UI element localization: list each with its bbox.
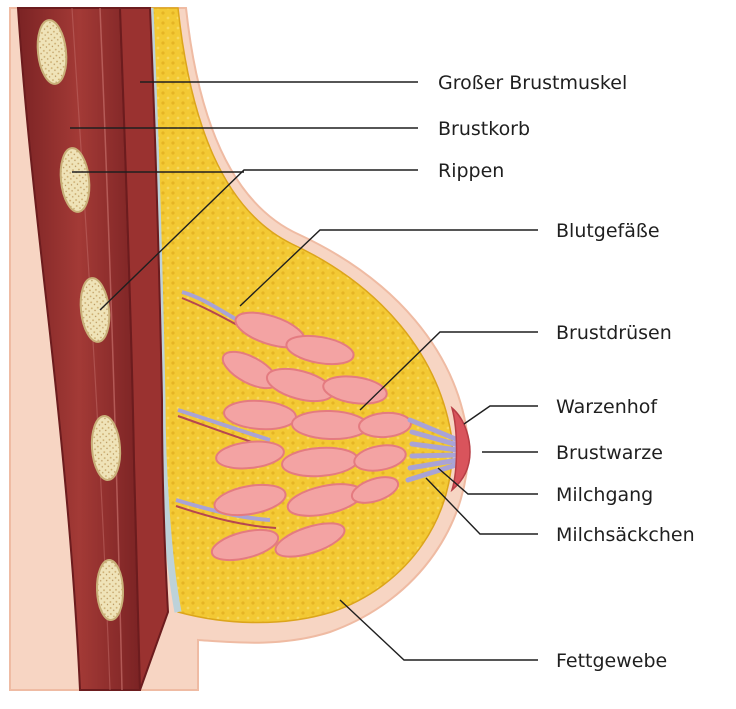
- label-duct: Milchgang: [556, 484, 653, 506]
- label-ribcage: Brustkorb: [438, 118, 530, 140]
- label-pectoralis: Großer Brustmuskel: [438, 72, 627, 94]
- label-nipple: Brustwarze: [556, 442, 663, 464]
- label-vessels: Blutgefäße: [556, 220, 660, 242]
- label-ribs: Rippen: [438, 160, 504, 182]
- label-glands: Brustdrüsen: [556, 322, 672, 344]
- label-fat: Fettgewebe: [556, 650, 667, 672]
- label-sacs: Milchsäckchen: [556, 524, 695, 546]
- leader-areola: [464, 406, 538, 424]
- label-areola: Warzenhof: [556, 396, 658, 418]
